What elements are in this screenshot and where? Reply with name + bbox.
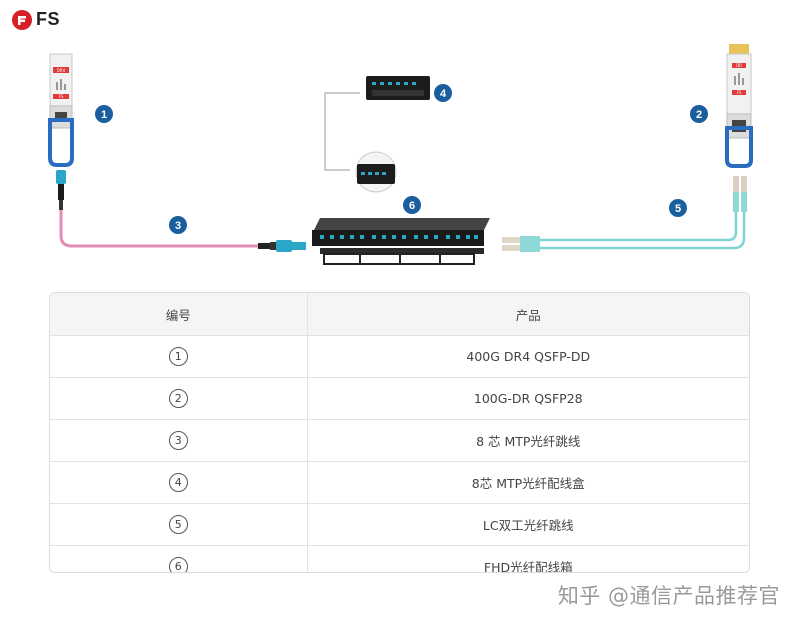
header-number: 编号 — [50, 293, 308, 336]
bracket-line — [324, 92, 360, 171]
row-number: 3 — [168, 431, 188, 450]
callout-5: 5 — [669, 199, 687, 217]
lc-duplex-cable-2 — [540, 212, 746, 250]
fs-logo: FS — [12, 9, 60, 30]
module2-label-bot: FS — [737, 90, 742, 95]
cassette-closeup — [355, 151, 397, 193]
row-product: FHD光纤配线箱 — [483, 560, 573, 573]
svg-text:6: 6 — [409, 200, 415, 212]
logo-text: FS — [36, 9, 61, 29]
svg-text:1: 1 — [101, 109, 107, 121]
watermark: 知乎 @通信产品推荐官 — [557, 584, 780, 608]
lc-duplex-cable — [540, 212, 738, 242]
module1-label-top: DR4 — [57, 68, 66, 73]
connection-diagram: DR4 FS — [48, 44, 753, 265]
row-number: 5 — [168, 515, 188, 534]
table-header-row: 编号 产品 — [50, 293, 749, 336]
qsfp28-module: DR FS — [725, 44, 753, 168]
lc-connector-left — [502, 236, 540, 252]
mtp-trunk-cable — [59, 210, 262, 248]
row-product: 8 芯 MTP光纤跳线 — [307, 419, 749, 462]
lc-duplex-connector — [733, 176, 747, 212]
table-row: 3 8 芯 MTP光纤跳线 — [50, 419, 749, 462]
row-number: 6 — [168, 557, 188, 572]
callout-2: 2 — [690, 105, 708, 123]
mtp-connector — [56, 170, 66, 210]
svg-text:4: 4 — [440, 88, 447, 100]
table-row: 4 8芯 MTP光纤配线盒 — [50, 461, 749, 504]
header-product: 产品 — [307, 293, 749, 336]
table-row: 6 FHD光纤配线箱 — [50, 545, 749, 573]
product-table: 编号 产品 1 400G DR4 QSFP-DD 2 100G-DR QSFP2… — [49, 292, 750, 573]
row-number: 2 — [168, 389, 188, 408]
callout-3: 3 — [169, 216, 187, 234]
row-number: 4 — [168, 473, 188, 492]
module1-label-bot: FS — [59, 94, 64, 99]
module2-label-top: DR — [736, 63, 742, 68]
fs-brand-icon — [12, 9, 32, 30]
row-product: 8芯 MTP光纤配线盒 — [307, 461, 749, 504]
mtp-connector-right — [258, 240, 306, 252]
fhd-enclosure — [312, 218, 490, 265]
row-product: 100G-DR QSFP28 — [307, 377, 749, 420]
row-product: LC双工光纤跳线 — [307, 503, 749, 546]
svg-text:5: 5 — [675, 203, 681, 215]
row-number: 1 — [168, 347, 188, 366]
callout-1: 1 — [95, 105, 113, 123]
callout-4: 4 — [434, 84, 452, 102]
table-row: 2 100G-DR QSFP28 — [50, 377, 749, 420]
row-product: 400G DR4 QSFP-DD — [307, 335, 749, 378]
table-row: 1 400G DR4 QSFP-DD — [50, 335, 749, 378]
svg-text:3: 3 — [175, 220, 181, 232]
table-row: 5 LC双工光纤跳线 — [50, 503, 749, 546]
qsfp-dd-module: DR4 FS — [48, 53, 74, 167]
mtp-cassette — [366, 76, 430, 100]
callout-6: 6 — [403, 196, 421, 214]
svg-text:2: 2 — [696, 109, 702, 121]
